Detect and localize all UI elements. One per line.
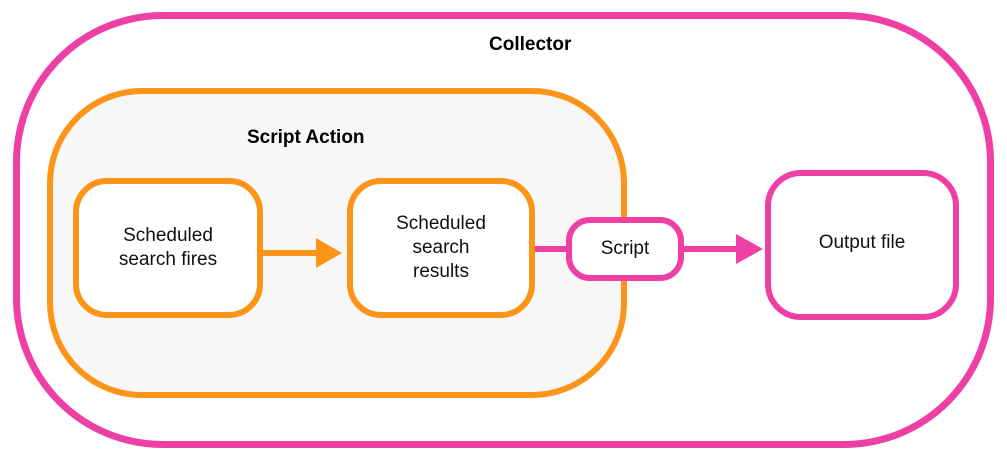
node-script-label: Script xyxy=(600,238,650,259)
node-script: Script xyxy=(566,217,684,281)
collector-title: Collector xyxy=(489,34,572,55)
node-scheduled-search-fires-label: Scheduled search fires xyxy=(118,225,218,270)
script-action-title: Script Action xyxy=(247,127,365,148)
node-output-file-label: Output file xyxy=(818,232,906,253)
node-scheduled-search-fires: Scheduled search fires xyxy=(73,178,263,318)
node-scheduled-search-results-label: Scheduled search results xyxy=(396,213,486,282)
node-output-file: Output file xyxy=(765,170,959,320)
node-scheduled-search-results: Scheduled search results xyxy=(347,178,535,318)
